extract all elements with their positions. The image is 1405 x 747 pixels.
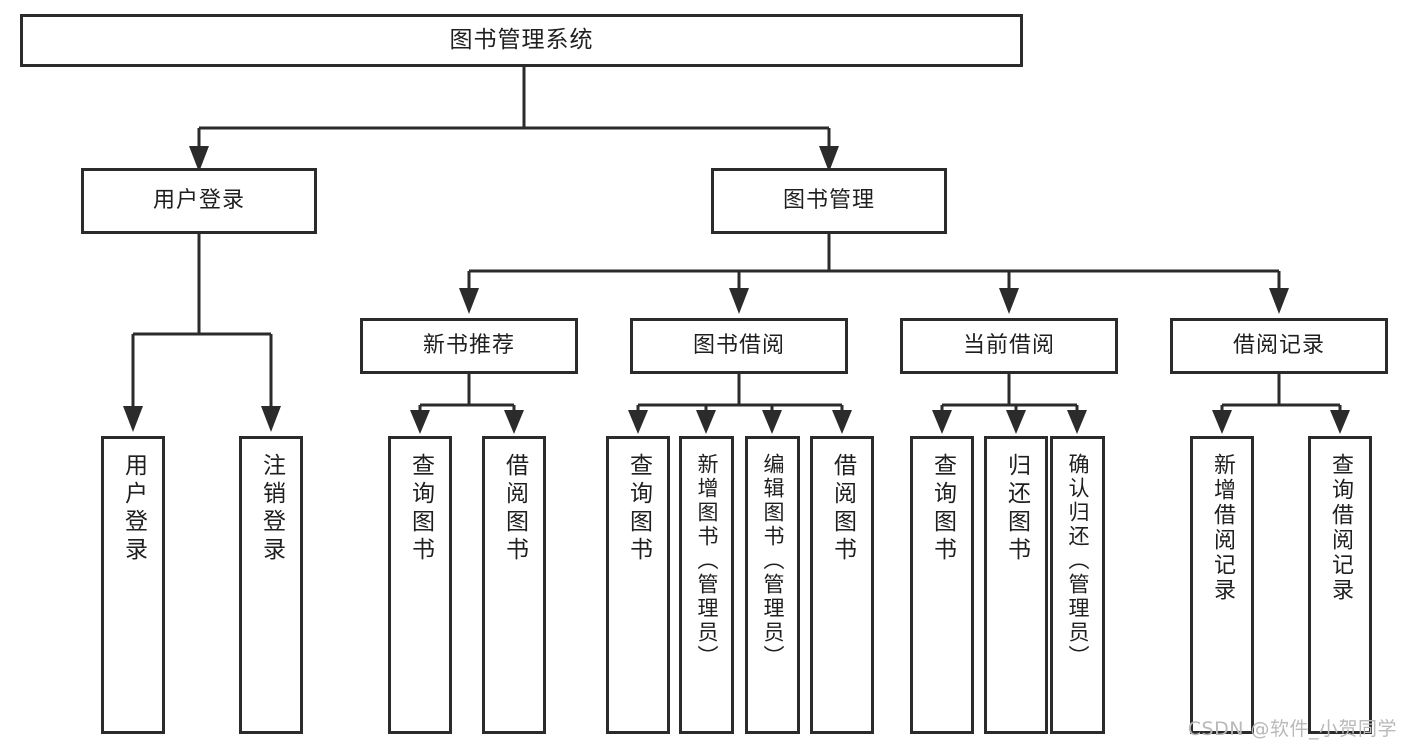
- node-book-borrow-label: 图书借阅: [692, 333, 785, 359]
- node-leaf-edit-book-label: 编辑图书（管理员）: [761, 453, 785, 669]
- node-leaf-user-logout-label: 注销登录: [258, 453, 285, 565]
- node-new-book-rec-label: 新书推荐: [422, 333, 515, 359]
- node-leaf-add-record-label: 新增借阅记录: [1210, 453, 1235, 603]
- node-leaf-add-record[interactable]: 新增借阅记录: [1190, 436, 1254, 734]
- edge-root-junction: [189, 67, 839, 172]
- node-user-login-label: 用户登录: [152, 188, 245, 214]
- node-leaf-query-record[interactable]: 查询借阅记录: [1308, 436, 1372, 734]
- node-leaf-user-login[interactable]: 用户登录: [101, 436, 165, 734]
- node-leaf-user-login-label: 用户登录: [120, 453, 147, 565]
- node-leaf-borrow-book-2[interactable]: 借阅图书: [810, 436, 874, 734]
- node-leaf-user-logout[interactable]: 注销登录: [239, 436, 303, 734]
- node-leaf-borrow-book-2-label: 借阅图书: [829, 453, 856, 565]
- node-user-login[interactable]: 用户登录: [81, 168, 317, 234]
- node-current-borrow-label: 当前借阅: [962, 333, 1055, 359]
- node-leaf-query-book-3[interactable]: 查询图书: [910, 436, 974, 734]
- edge-user-login-leaves: [123, 234, 281, 432]
- node-leaf-edit-book[interactable]: 编辑图书（管理员）: [745, 436, 800, 734]
- node-leaf-query-record-label: 查询借阅记录: [1328, 453, 1353, 603]
- node-book-manage-label: 图书管理: [782, 188, 875, 214]
- watermark-text: CSDN @软件_小贺同学: [1187, 718, 1397, 740]
- node-leaf-add-book-label: 新增图书（管理员）: [695, 453, 719, 669]
- edge-new-book-rec-leaves: [410, 374, 524, 434]
- node-leaf-query-book-1[interactable]: 查询图书: [388, 436, 452, 734]
- node-leaf-query-book-1-label: 查询图书: [407, 453, 434, 565]
- node-leaf-confirm-return[interactable]: 确认归还（管理员）: [1050, 436, 1105, 734]
- node-book-borrow[interactable]: 图书借阅: [630, 318, 848, 374]
- node-leaf-confirm-return-label: 确认归还（管理员）: [1066, 453, 1090, 669]
- node-current-borrow[interactable]: 当前借阅: [900, 318, 1118, 374]
- node-leaf-return-book-label: 归还图书: [1003, 453, 1030, 565]
- edge-book-borrow-leaves: [628, 374, 852, 434]
- edge-book-manage-junction: [459, 234, 1289, 314]
- node-borrow-record-label: 借阅记录: [1232, 333, 1325, 359]
- node-root[interactable]: 图书管理系统: [20, 14, 1023, 67]
- node-leaf-borrow-book-1[interactable]: 借阅图书: [482, 436, 546, 734]
- node-root-label: 图书管理系统: [449, 27, 594, 54]
- node-leaf-query-book-2-label: 查询图书: [625, 453, 652, 565]
- node-leaf-add-book[interactable]: 新增图书（管理员）: [679, 436, 734, 734]
- node-leaf-query-book-3-label: 查询图书: [929, 453, 956, 565]
- edge-current-borrow-leaves: [932, 374, 1087, 434]
- node-book-manage[interactable]: 图书管理: [711, 168, 947, 234]
- node-new-book-rec[interactable]: 新书推荐: [360, 318, 578, 374]
- node-leaf-return-book[interactable]: 归还图书: [984, 436, 1048, 734]
- edge-borrow-record-leaves: [1212, 374, 1350, 434]
- node-borrow-record[interactable]: 借阅记录: [1170, 318, 1388, 374]
- node-leaf-borrow-book-1-label: 借阅图书: [501, 453, 528, 565]
- node-leaf-query-book-2[interactable]: 查询图书: [606, 436, 670, 734]
